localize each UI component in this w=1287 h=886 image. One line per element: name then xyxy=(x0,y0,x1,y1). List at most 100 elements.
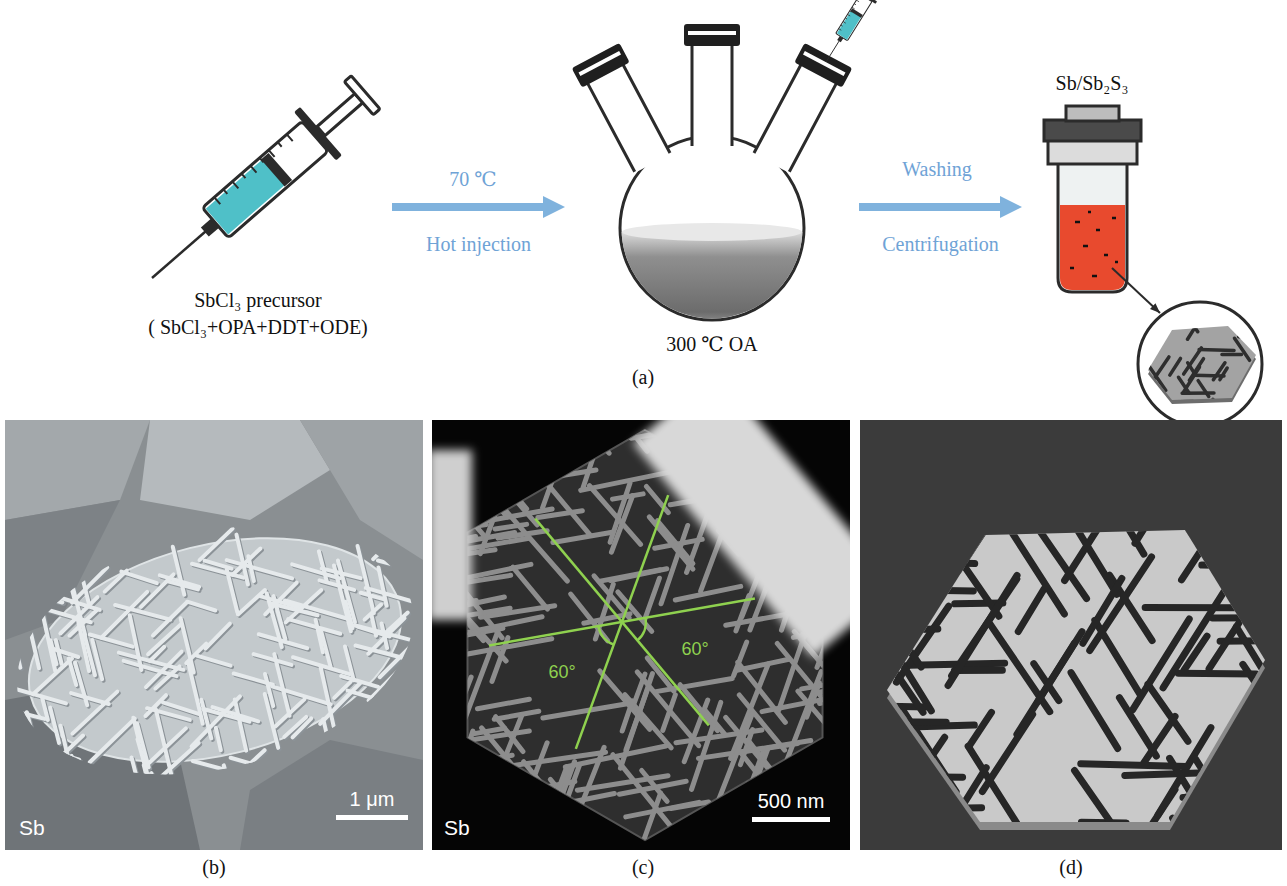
nanorod xyxy=(5,707,45,719)
nanorod xyxy=(169,489,188,507)
nanorod xyxy=(254,654,292,665)
nanorod xyxy=(1081,764,1187,767)
rod-shadow xyxy=(359,502,369,541)
nanorod xyxy=(138,436,178,472)
angle-guide-lines xyxy=(598,626,613,644)
nanorod xyxy=(291,475,301,513)
nanorod xyxy=(373,511,421,559)
nanorod xyxy=(127,469,181,484)
nanorod xyxy=(42,608,91,622)
nanorod xyxy=(233,549,261,575)
nanorod xyxy=(339,531,377,543)
scale-bar xyxy=(336,815,408,820)
nanorod xyxy=(600,570,660,581)
nanorod xyxy=(1224,777,1270,843)
rod-shadow xyxy=(38,845,57,850)
nanorod xyxy=(435,617,542,639)
nanorod xyxy=(806,777,850,788)
nanorod xyxy=(1234,338,1249,360)
nanorod xyxy=(538,762,574,850)
nanorod xyxy=(49,485,104,502)
rod-shadow xyxy=(106,572,128,593)
rod-shadow xyxy=(95,462,136,500)
nanorod xyxy=(804,420,815,439)
nanorod xyxy=(77,828,82,850)
nanorod xyxy=(501,781,527,850)
nanorod xyxy=(378,561,413,570)
nanorod xyxy=(393,451,421,477)
nanorod xyxy=(72,567,107,602)
nanorod xyxy=(155,666,179,688)
rod-shadow xyxy=(5,585,64,604)
nanorod xyxy=(286,590,322,622)
scale-bar-label: 500 nm xyxy=(758,790,825,813)
nanorod xyxy=(173,547,185,595)
nanorod xyxy=(711,804,743,809)
rod-shadow xyxy=(175,808,181,832)
rod-shadow xyxy=(60,511,81,518)
nanorod xyxy=(166,474,195,482)
nanorod xyxy=(85,812,120,846)
flask-liquid xyxy=(622,223,802,241)
nanorod xyxy=(532,767,567,850)
rod-shadow xyxy=(295,478,316,500)
nanorod xyxy=(166,444,220,458)
element-label: Sb xyxy=(19,816,45,840)
nanorod xyxy=(35,736,83,782)
flask-center-neck xyxy=(684,24,740,46)
nanorod xyxy=(156,709,171,774)
nanorod xyxy=(884,489,989,492)
nanorod xyxy=(322,568,361,578)
product-tube: Sb/Sb₂S₃ xyxy=(1022,62,1162,300)
nanorod xyxy=(134,506,170,538)
nanorod xyxy=(1252,311,1265,330)
nanorod xyxy=(1245,333,1260,337)
nanorod xyxy=(1154,406,1162,418)
nanorod xyxy=(1255,405,1264,419)
nanorod xyxy=(777,643,831,709)
precursor-syringe-drawing xyxy=(131,68,387,302)
nanorod xyxy=(1065,489,1124,581)
rod-shadow xyxy=(56,770,83,796)
rod-shadow xyxy=(16,742,36,747)
precursor-recipe: ( SbCl₃+OPA+DDT+ODE) xyxy=(148,316,368,339)
angle-guide-lines xyxy=(637,618,646,641)
nanorod xyxy=(1196,759,1246,838)
nanorod xyxy=(1206,399,1213,410)
nanorod xyxy=(1163,400,1192,404)
nanorod xyxy=(1188,314,1203,339)
nanorod xyxy=(155,489,193,525)
rod-shadow xyxy=(103,515,156,532)
nanorod xyxy=(1222,353,1242,357)
step-name: Centrifugation xyxy=(882,233,999,256)
nanorod xyxy=(69,827,86,844)
flask-left-neck xyxy=(579,51,621,76)
rod-shadow xyxy=(311,823,316,843)
nanorod xyxy=(27,712,40,764)
rod-shadow xyxy=(201,530,234,562)
sem-image xyxy=(5,502,423,798)
rod-shadow xyxy=(10,514,22,561)
nanorod xyxy=(692,702,721,789)
connector-layer xyxy=(392,207,1000,208)
nanorod xyxy=(1178,377,1189,393)
nanorod xyxy=(235,700,246,751)
nanorod xyxy=(187,602,215,611)
nanorod xyxy=(312,459,324,503)
sem-image xyxy=(5,420,423,850)
nanorod xyxy=(90,635,133,647)
nanorod xyxy=(537,782,575,789)
nanorod xyxy=(355,645,404,658)
nanorod xyxy=(30,511,42,564)
nanorod xyxy=(227,569,238,612)
injecting-syringe xyxy=(817,0,888,68)
nanorod xyxy=(208,443,218,484)
rod-shadow xyxy=(27,760,49,782)
angle-guide-lines xyxy=(576,495,668,749)
nanorod xyxy=(1038,632,1082,702)
nanorod xyxy=(271,807,304,838)
nanorod xyxy=(478,437,497,460)
rod-shadow xyxy=(379,762,407,791)
rod-shadow xyxy=(156,490,194,526)
